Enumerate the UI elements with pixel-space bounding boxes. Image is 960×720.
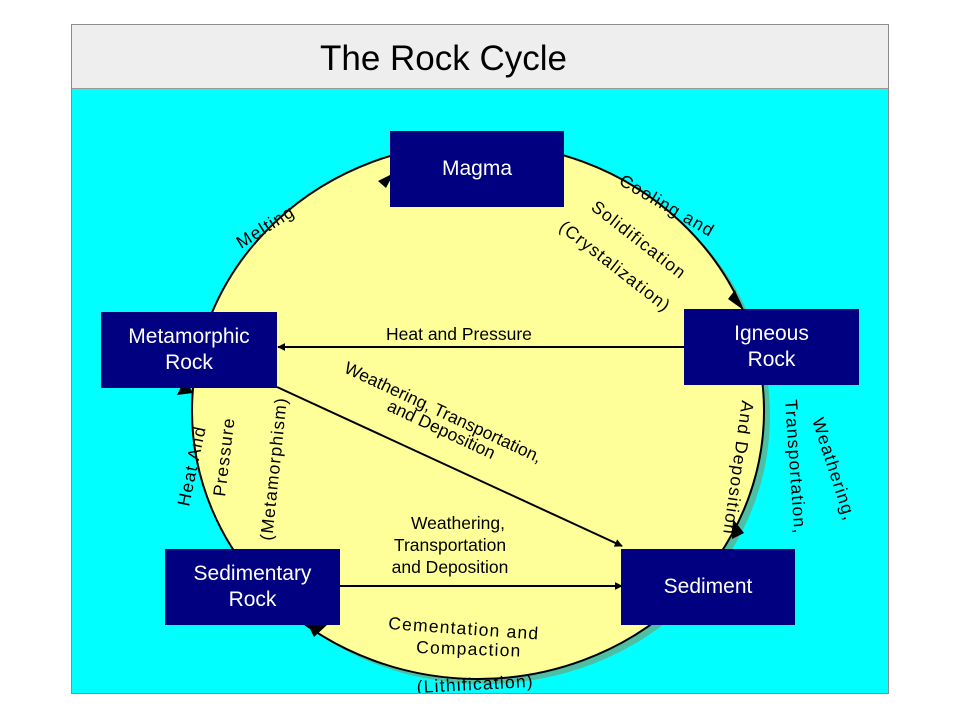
label-weathering-horiz-line3: and Deposition <box>392 557 509 577</box>
lithification-arrowhead <box>307 623 327 637</box>
node-sedimentary-rock: Sedimentary Rock <box>165 549 340 625</box>
page-title: The Rock Cycle <box>320 39 568 78</box>
weathering-diagonal-arrow <box>276 386 623 547</box>
diagram-canvas: Melting Cooling and Solidification (Crys… <box>72 89 888 693</box>
label-weathering-right-line2: Transportation, <box>781 399 810 535</box>
node-sediment-label: Sediment <box>663 575 753 598</box>
node-igneous-rock: Igneous Rock <box>684 309 859 385</box>
node-igneous-label-2: Rock <box>747 348 796 371</box>
label-cementation-line3: (Lithification) <box>416 671 534 693</box>
rock-cycle-diagram: Melting Cooling and Solidification (Crys… <box>173 142 860 693</box>
node-igneous-label-1: Igneous <box>734 322 809 345</box>
node-metamorphic-label-1: Metamorphic <box>128 325 250 348</box>
label-heat-pressure: Heat and Pressure <box>386 324 532 344</box>
node-metamorphic-label-2: Rock <box>165 351 213 374</box>
label-weathering-horiz-line2: Transportation <box>394 535 506 555</box>
label-cementation-line2: Compaction <box>416 637 522 661</box>
node-magma: Magma <box>390 131 564 207</box>
slide: The Rock Cycle Melting Cooling <box>71 24 889 694</box>
weathering-right-arrowhead <box>732 519 744 539</box>
label-weathering-horiz-line1: Weathering, <box>411 513 505 533</box>
node-sediment: Sediment <box>621 549 795 625</box>
node-magma-label: Magma <box>441 157 513 180</box>
label-weathering-right-line1: Weathering, <box>808 415 860 523</box>
node-sedimentary-label-2: Rock <box>228 588 277 611</box>
cooling-arrowhead <box>728 290 742 309</box>
node-sedimentary-label-1: Sedimentary <box>193 562 312 585</box>
title-bar: The Rock Cycle <box>72 25 888 89</box>
node-metamorphic-rock: Metamorphic Rock <box>101 312 277 388</box>
